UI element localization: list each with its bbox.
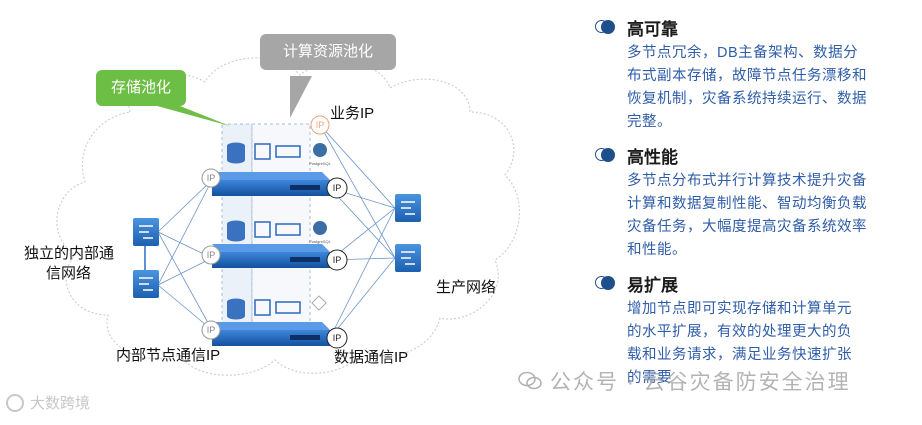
ip-badges: IP IP IP IP IP IP IP — [201, 115, 348, 349]
production-switch-top — [395, 194, 421, 222]
server-node-2 — [212, 244, 330, 268]
diagram-canvas: PostgreSQL PostgreSQL IP IP IP IP IP IP … — [56, 57, 520, 376]
storage-callout-pointer — [150, 104, 230, 126]
feature-title: 高性能 — [627, 147, 678, 167]
toggle-bullet-icon — [595, 20, 615, 34]
postgresql-icons: PostgreSQL PostgreSQL — [309, 143, 332, 311]
business-ip-label: 业务IP — [330, 105, 375, 122]
corner-logo: 大数跨境 — [6, 392, 90, 413]
connection-lines-right — [319, 124, 396, 339]
architecture-diagram: PostgreSQL PostgreSQL IP IP IP IP IP IP … — [24, 34, 520, 376]
feature-title: 易扩展 — [627, 275, 678, 295]
feature-performance: 高性能 多节点分布式并行计算技术提升灾备计算和数据复制性能、智动均衡负载灾备任务… — [595, 140, 915, 262]
data-ip-label: 数据通信IP — [334, 349, 409, 366]
ip-data-3: IP — [333, 333, 342, 343]
server-node-3 — [212, 322, 330, 346]
compute-pool-callout: 计算资源池化 — [260, 34, 396, 70]
internal-node-ip-label: 内部节点通信IP — [116, 347, 221, 364]
cpu-memory-icons — [254, 143, 301, 316]
production-switch-bottom — [395, 244, 421, 272]
pg-badge-2: PostgreSQL — [309, 239, 332, 244]
database-icons — [227, 142, 245, 320]
feature-title: 高可靠 — [627, 19, 678, 39]
toggle-bullet-icon — [595, 276, 615, 290]
wechat-icon — [518, 371, 542, 390]
internal-switch-bottom — [133, 270, 159, 298]
ip-data-1: IP — [333, 183, 342, 193]
storage-pool-callout: 存储池化 — [96, 70, 186, 106]
toggle-bullet-icon — [595, 148, 615, 162]
server-node-1 — [212, 172, 330, 196]
logo-icon — [6, 393, 24, 412]
watermark-text: 公众号 · 云谷灾备防安全治理 — [550, 371, 851, 394]
watermark: 公众号 · 云谷灾备防安全治理 — [518, 366, 851, 396]
ip-internal-3: IP — [207, 325, 216, 335]
feature-description: 多节点冗余，DB主备架构、数据分布式副本存储，故障节点任务漂移和恢复机制，灾备系… — [627, 45, 867, 130]
feature-description: 多节点分布式并行计算技术提升灾备计算和数据复制性能、智动均衡负载灾备任务，大幅度… — [627, 173, 867, 258]
feature-scalability: 易扩展 增加节点即可实现存储和计算单元的水平扩展，有效的处理更大的负载和业务请求… — [595, 268, 915, 390]
pg-badge-1: PostgreSQL — [309, 161, 332, 166]
internal-network-label-2: 信网络 — [46, 265, 92, 282]
ip-data-2: IP — [333, 255, 342, 265]
production-network-label: 生产网络 — [436, 279, 497, 296]
internal-switch-top — [133, 218, 159, 246]
compute-callout-pointer — [290, 76, 312, 118]
feature-description: 增加节点即可实现存储和计算单元的水平扩展，有效的处理更大的负载和业务请求，满足业… — [627, 301, 852, 386]
ip-internal-2: IP — [207, 250, 216, 260]
ip-business: IP — [316, 120, 325, 130]
internal-network-label-1: 独立的内部通 — [24, 245, 115, 262]
feature-reliability: 高可靠 多节点冗余，DB主备架构、数据分布式副本存储，故障节点任务漂移和恢复机制… — [595, 12, 915, 134]
ip-internal-1: IP — [207, 173, 216, 183]
corner-logo-text: 大数跨境 — [30, 395, 91, 412]
feature-list: 高可靠 多节点冗余，DB主备架构、数据分布式副本存储，故障节点任务漂移和恢复机制… — [595, 12, 915, 396]
connection-lines-left — [157, 179, 213, 331]
